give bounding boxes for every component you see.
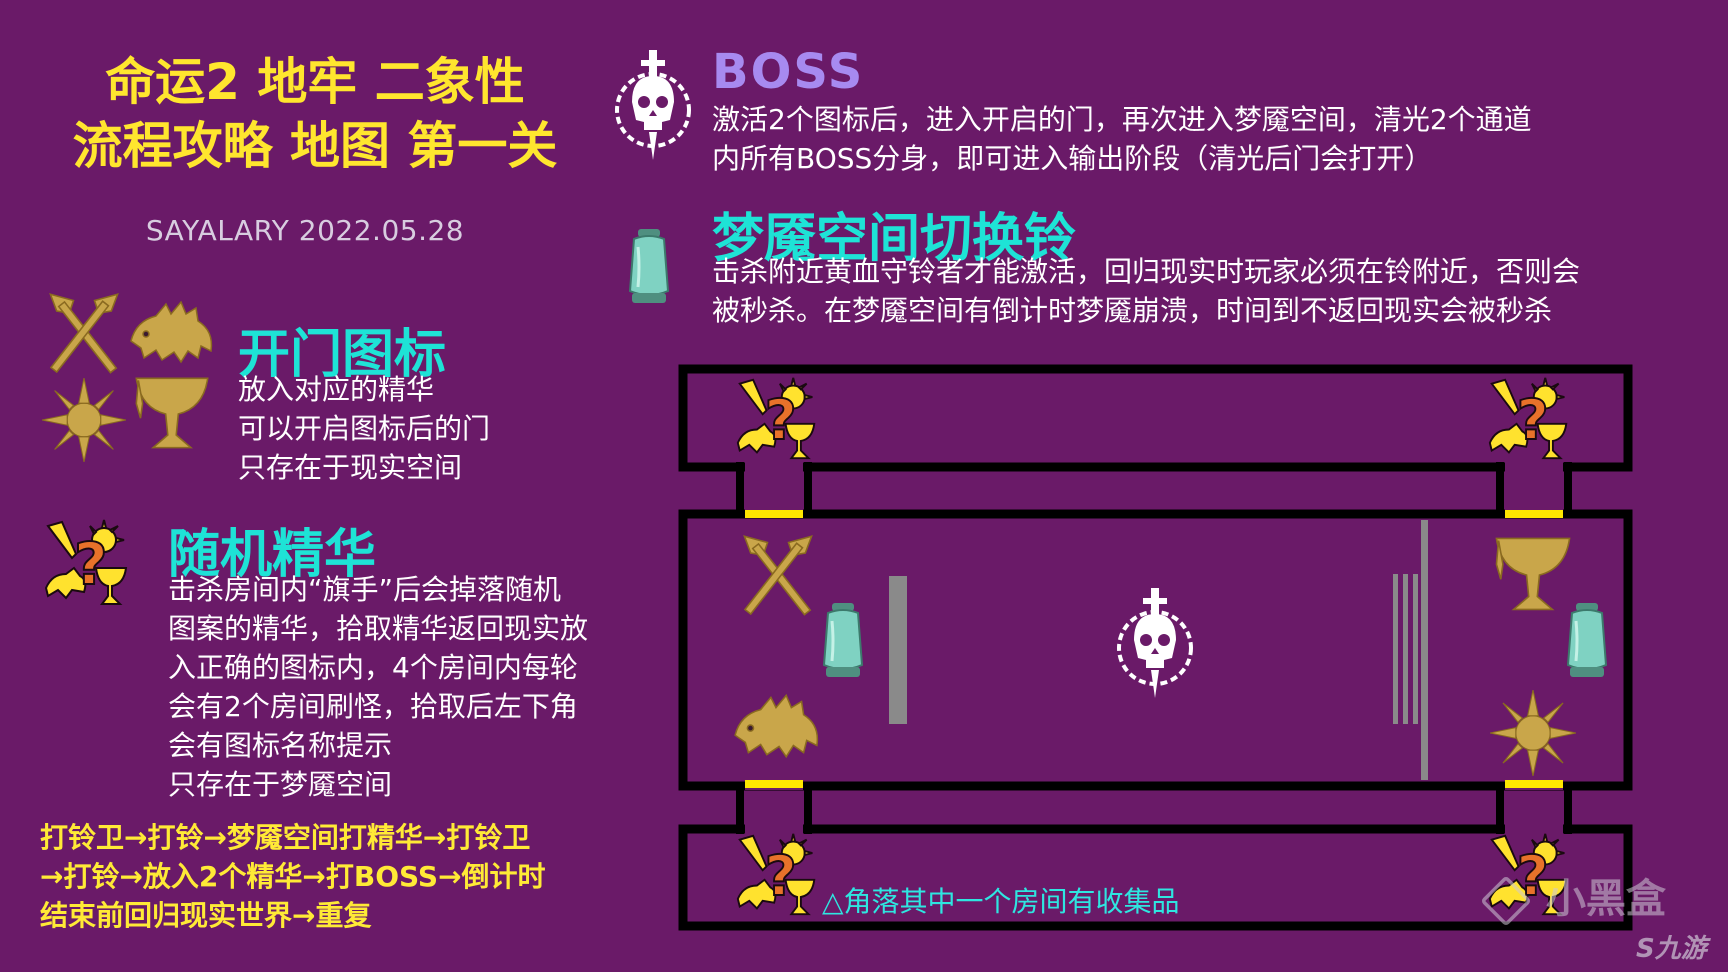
bell-line: 被秒杀。在梦魇空间有倒计时梦魇崩溃，时间到不返回现实会被秒杀 bbox=[712, 294, 1553, 327]
bell-lantern-icon bbox=[818, 598, 868, 684]
random-essence-icon bbox=[734, 376, 820, 462]
barrier-left bbox=[889, 576, 907, 724]
bell-description: 击杀附近黄血守铃者才能激活，回归现实时玩家必须在铃附近，否则会 被秒杀。在梦魇空… bbox=[712, 252, 1580, 330]
door-bottom-right bbox=[1505, 780, 1563, 788]
connector-bottom-right-a bbox=[1496, 782, 1504, 834]
heybox-watermark: 小黑盒 bbox=[1480, 866, 1666, 927]
connector-bottom-left-b bbox=[804, 782, 812, 834]
random-essence-line: 图案的精华，拾取精华返回现实放 bbox=[168, 612, 589, 645]
page-title: 命运2 地牢 二象性 流程攻略 地图 第一关 bbox=[40, 50, 590, 178]
gap-bottom-left-lower bbox=[745, 824, 803, 834]
random-essence-line: 会有图标名称提示 bbox=[168, 729, 393, 762]
flow-line: 结束前回归现实世界→重复 bbox=[40, 899, 372, 932]
connector-top-right-b bbox=[1564, 462, 1572, 518]
random-essence-line: 入正确的图标内，4个房间内每轮 bbox=[168, 651, 578, 684]
collectible-note: △角落其中一个房间有收集品 bbox=[822, 885, 1180, 918]
gap-top-left-upper bbox=[745, 462, 803, 472]
barrier-right-wall bbox=[1421, 520, 1428, 780]
flow-line: →打铃→放入2个精华→打BOSS→倒计时 bbox=[40, 860, 546, 893]
bell-heading: 梦魇空间切换铃 bbox=[712, 209, 1077, 269]
title-line-1: 命运2 地牢 二象性 bbox=[105, 53, 525, 111]
door-top-right bbox=[1505, 510, 1563, 518]
door-icons-line: 可以开启图标后的门 bbox=[238, 412, 491, 445]
random-essence-line: 击杀房间内“旗手”后会掉落随机 bbox=[168, 573, 562, 606]
random-essence-heading: 随机精华 bbox=[168, 525, 377, 585]
sun-icon bbox=[1490, 690, 1576, 776]
random-essence-icon bbox=[1486, 376, 1572, 462]
author-date: SAYALARY 2022.05.28 bbox=[145, 214, 465, 247]
boss-skull-icon bbox=[1110, 586, 1200, 706]
connector-bottom-left-a bbox=[736, 782, 744, 834]
boss-heading: BOSS bbox=[712, 44, 865, 100]
connector-top-left-a bbox=[736, 462, 744, 518]
boss-line: 内所有BOSS分身，即可进入输出阶段（清光后门会打开） bbox=[712, 142, 1433, 175]
bell-line: 击杀附近黄血守铃者才能激活，回归现实时玩家必须在铃附近，否则会 bbox=[712, 255, 1581, 288]
door-icons-description: 放入对应的精华 可以开启图标后的门 只存在于现实空间 bbox=[238, 370, 490, 487]
gap-top-right-upper bbox=[1505, 462, 1563, 472]
boss-line: 激活2个图标后，进入开启的门，再次进入梦魇空间，清光2个通道 bbox=[712, 103, 1532, 136]
random-essence-line: 会有2个房间刷怪，拾取后左下角 bbox=[168, 690, 578, 723]
main-hall bbox=[678, 509, 1633, 791]
connector-top-left-b bbox=[804, 462, 812, 518]
door-bottom-left bbox=[745, 780, 803, 788]
crossed-axes-icon bbox=[736, 532, 820, 616]
heybox-watermark-text: 小黑盒 bbox=[1545, 876, 1666, 922]
jiuyou-logo-icon: S bbox=[1636, 934, 1655, 964]
flow-steps: 打铃卫→打铃→梦魇空间打精华→打铃卫 →打铃→放入2个精华→打BOSS→倒计时 … bbox=[40, 818, 546, 935]
title-line-2: 流程攻略 地图 第一关 bbox=[72, 117, 558, 175]
random-essence-description: 击杀房间内“旗手”后会掉落随机 图案的精华，拾取精华返回现实放 入正确的图标内，… bbox=[168, 570, 588, 804]
gap-bottom-right-lower bbox=[1505, 824, 1563, 834]
top-corridor bbox=[678, 364, 1633, 472]
bell-lantern-icon bbox=[1562, 598, 1612, 684]
door-top-left bbox=[745, 510, 803, 518]
jiuyou-watermark-text: 九游 bbox=[1654, 934, 1707, 964]
random-essence-icon bbox=[734, 832, 820, 918]
random-essence-line: 只存在于梦魇空间 bbox=[168, 768, 393, 801]
jiuyou-watermark: S九游 bbox=[1636, 928, 1707, 965]
connector-bottom-right-b bbox=[1564, 782, 1572, 834]
connector-top-right-a bbox=[1496, 462, 1504, 518]
door-icons-line: 放入对应的精华 bbox=[238, 373, 435, 406]
door-icons-line: 只存在于现实空间 bbox=[238, 451, 463, 484]
heybox-logo-icon bbox=[1480, 875, 1532, 927]
barrier-right-line-1 bbox=[1393, 574, 1398, 724]
boss-description: 激活2个图标后，进入开启的门，再次进入梦魇空间，清光2个通道 内所有BOSS分身… bbox=[712, 100, 1532, 178]
boar-icon bbox=[730, 684, 822, 766]
barrier-right-line-3 bbox=[1413, 574, 1418, 724]
bottom-corridor bbox=[678, 824, 1633, 931]
door-icons-heading: 开门图标 bbox=[238, 325, 447, 385]
flow-line: 打铃卫→打铃→梦魇空间打精华→打铃卫 bbox=[40, 821, 531, 854]
barrier-right-line-2 bbox=[1403, 574, 1408, 724]
